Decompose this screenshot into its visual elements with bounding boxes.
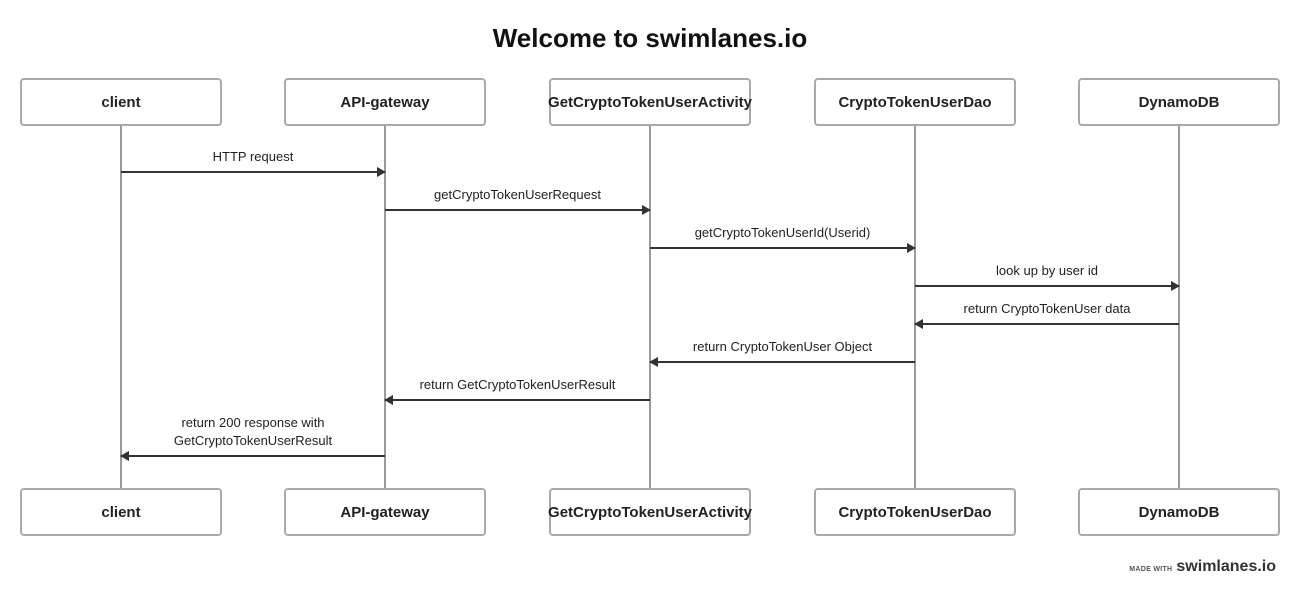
diagram-title: Welcome to swimlanes.io xyxy=(492,23,808,53)
message-arrow: return GetCryptoTokenUserResult xyxy=(384,377,650,405)
message-arrow: look up by user id xyxy=(915,263,1180,291)
message-label: return CryptoTokenUser data xyxy=(963,301,1131,316)
actor-top-cryptotokenuserdao: CryptoTokenUserDao xyxy=(814,78,1016,126)
arrowhead-icon xyxy=(914,319,923,329)
lifeline-dynamodb xyxy=(1178,125,1180,489)
actor-bottom-cryptotokenuserdao: CryptoTokenUserDao xyxy=(814,488,1016,536)
message-label: look up by user id xyxy=(996,263,1098,278)
footer-watermark: MADE WITH swimlanes.io xyxy=(1129,558,1276,576)
arrowhead-icon xyxy=(384,395,393,405)
message-line xyxy=(650,247,915,249)
arrowhead-icon xyxy=(377,167,386,177)
lifeline-api-gateway xyxy=(384,125,386,489)
message-arrow: return 200 response with GetCryptoTokenU… xyxy=(120,415,385,461)
message-label: getCryptoTokenUserRequest xyxy=(434,187,601,202)
arrowhead-icon xyxy=(120,451,129,461)
actor-top-dynamodb: DynamoDB xyxy=(1078,78,1280,126)
actor-bottom-api-gateway: API-gateway xyxy=(284,488,486,536)
message-line xyxy=(121,455,385,457)
arrowhead-icon xyxy=(649,357,658,367)
message-line xyxy=(915,323,1179,325)
lifeline-getcryptotokenuseractivity xyxy=(649,125,651,489)
message-label: getCryptoTokenUserId(Userid) xyxy=(694,225,871,240)
message-arrow: return CryptoTokenUser Object xyxy=(649,339,915,367)
actor-top-api-gateway: API-gateway xyxy=(284,78,486,126)
arrowhead-icon xyxy=(1171,281,1180,291)
message-line xyxy=(915,285,1179,287)
actor-top-client: client xyxy=(20,78,222,126)
made-with-label: MADE WITH xyxy=(1129,566,1173,573)
actor-bottom-dynamodb: DynamoDB xyxy=(1078,488,1280,536)
message-arrow: return CryptoTokenUser data xyxy=(914,301,1179,329)
message-arrow: getCryptoTokenUserRequest xyxy=(385,187,651,215)
message-line xyxy=(121,171,385,173)
message-arrow: getCryptoTokenUserId(Userid) xyxy=(650,225,916,253)
message-label: return GetCryptoTokenUserResult xyxy=(419,377,616,392)
message-label: return 200 response with GetCryptoTokenU… xyxy=(173,415,333,448)
arrowhead-icon xyxy=(907,243,916,253)
message-line xyxy=(650,361,915,363)
lifeline-cryptotokenuserdao xyxy=(914,125,916,489)
actor-top-getcryptotokenuseractivity: GetCryptoTokenUserActivity xyxy=(548,78,752,126)
message-label: HTTP request xyxy=(212,149,294,164)
actor-bottom-getcryptotokenuseractivity: GetCryptoTokenUserActivity xyxy=(548,488,752,536)
arrowhead-icon xyxy=(642,205,651,215)
message-line xyxy=(385,399,650,401)
actor-bottom-client: client xyxy=(20,488,222,536)
lifeline-client xyxy=(120,125,122,489)
message-line xyxy=(385,209,650,211)
brand-link[interactable]: swimlanes.io xyxy=(1176,558,1276,575)
message-arrow: HTTP request xyxy=(121,149,386,177)
message-label: return CryptoTokenUser Object xyxy=(692,339,873,354)
